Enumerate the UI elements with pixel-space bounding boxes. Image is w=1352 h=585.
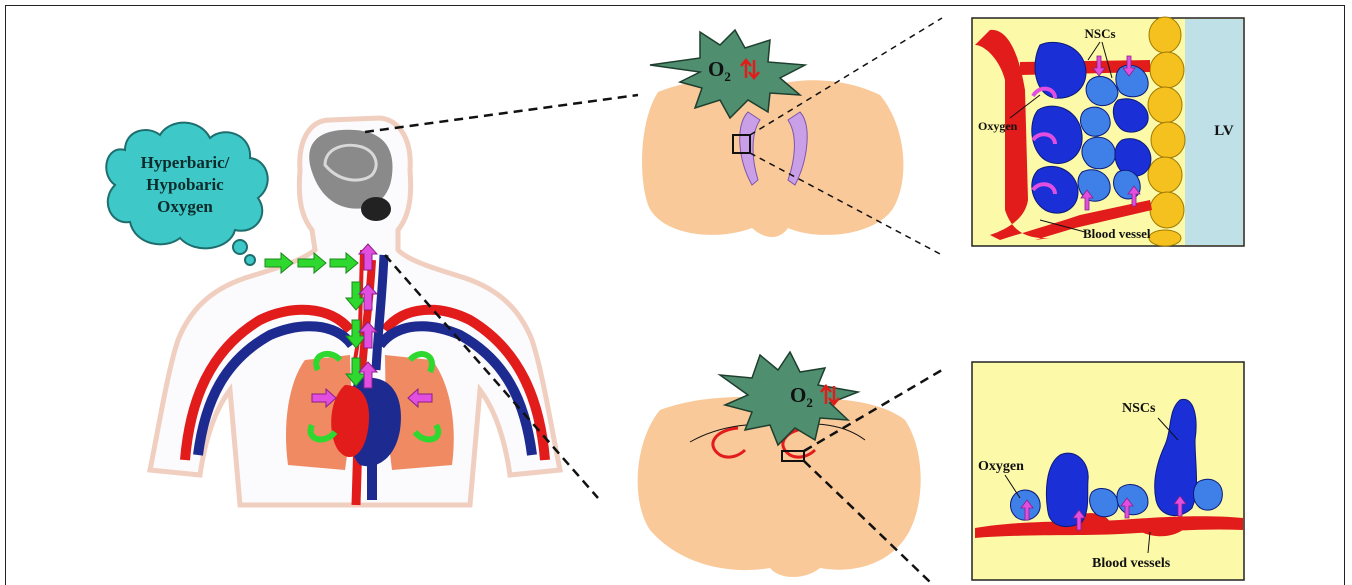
zoom-line-body-to-top-brain [365,95,638,132]
cloud-text-line1: Hyperbaric/ [141,153,230,172]
bottom-vessel-label: Blood vessels [1092,556,1171,571]
top-nsc-7 [1082,137,1115,169]
top-niche-panel: LV [972,17,1244,246]
cloud-text-line2: Hypobaric [146,175,224,194]
top-nsc-5 [1081,107,1111,136]
top-nsc-label: NSCs [1084,26,1115,41]
bottom-nsc-6 [1194,479,1223,510]
bottom-nsc-4 [1117,484,1148,514]
cloud-bubble-2 [245,255,255,265]
oxygen-thought-cloud: Hyperbaric/ Hypobaric Oxygen [106,123,267,265]
lv-label: LV [1214,123,1234,139]
cloud-text-line3: Oxygen [157,197,213,216]
cerebellum [361,197,391,221]
bottom-nsc-3 [1090,488,1118,516]
top-vessel-label: Blood vessel [1083,226,1151,241]
bottom-oxygen-label: Oxygen [978,459,1024,474]
cloud-bubble-1 [233,240,247,254]
top-brain-tissue [642,80,903,237]
top-oxygen-label: Oxygen [978,119,1018,133]
bottom-niche-panel: NSCs Oxygen Blood vessels [972,362,1244,580]
top-brain-section [642,80,903,237]
bottom-nsc-label: NSCs [1122,401,1156,416]
